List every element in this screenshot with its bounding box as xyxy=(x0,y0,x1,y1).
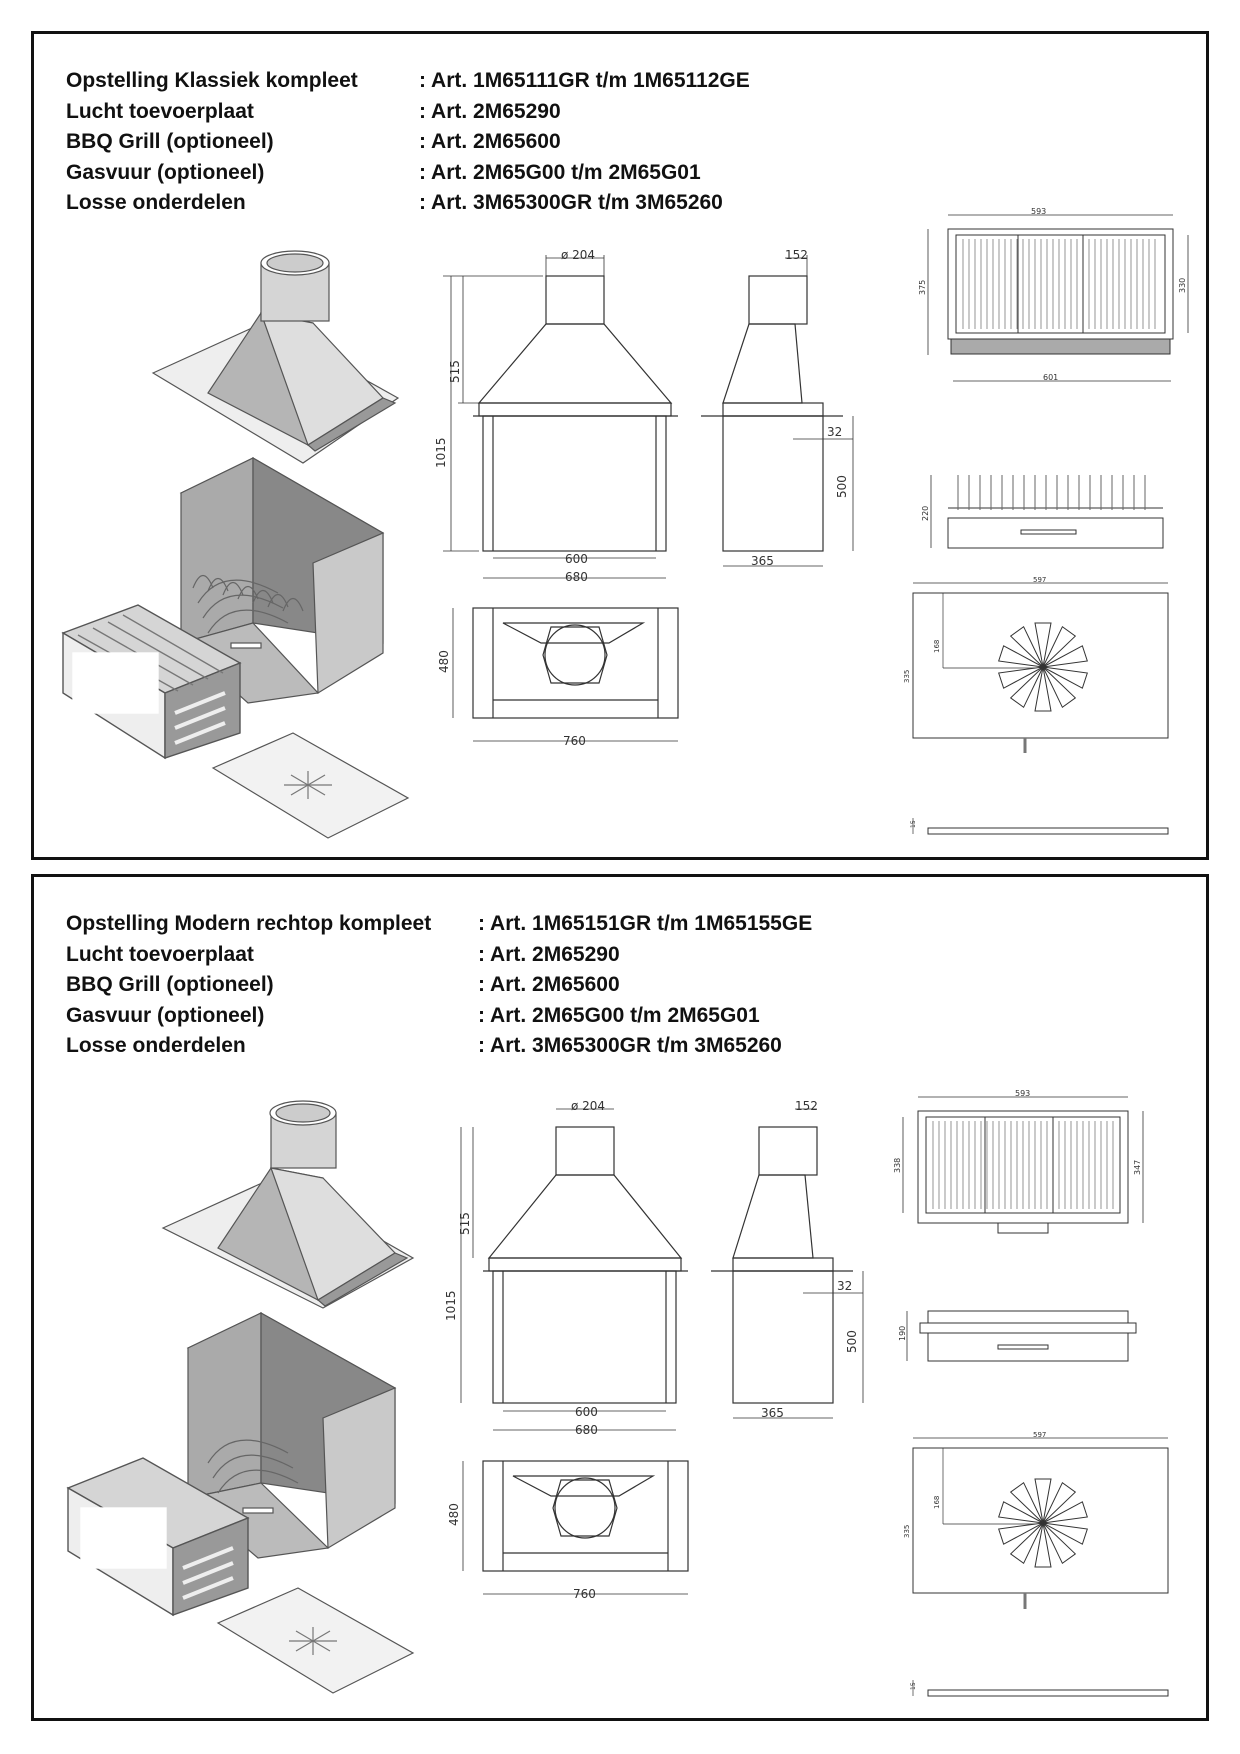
spec-label: Lucht toevoerplaat xyxy=(66,942,254,966)
spec-label: Gasvuur (optioneel) xyxy=(66,1003,265,1027)
technical-drawings: ø 204 1015 515 600 680 152 500 32 365 xyxy=(66,1089,1169,1697)
dim-grill-width-top: 593 xyxy=(1015,1089,1030,1098)
spec-value: : Art. 2M65G00 t/m 2M65G01 xyxy=(419,160,701,184)
dim-total-height: 1015 xyxy=(434,437,448,468)
hood-3d-illustration xyxy=(161,1100,415,1309)
grill-top-view-drawing xyxy=(927,214,1189,382)
plan-view-drawing xyxy=(452,607,679,742)
air-plate-3d-illustration xyxy=(211,732,410,839)
front-elevation-drawing xyxy=(460,1108,688,1431)
spec-value: : Art. 2M65G00 t/m 2M65G01 xyxy=(478,1003,760,1027)
spec-label: Opstelling Modern rechtop kompleet xyxy=(66,912,432,935)
dim-plate-width: 597 xyxy=(1033,1431,1046,1439)
dim-chimney-diameter: ø 204 xyxy=(571,1099,605,1113)
dim-hood-height: 515 xyxy=(458,1212,472,1235)
dim-plate-width: 597 xyxy=(1033,576,1046,584)
spec-list: Opstelling Modern rechtop kompleet : Art.… xyxy=(66,909,812,1062)
dim-side-width: 365 xyxy=(761,1406,784,1420)
spec-row: Opstelling Modern rechtop kompleet : Art.… xyxy=(66,909,812,940)
dim-outer-width: 680 xyxy=(575,1423,598,1437)
dim-inner-width: 600 xyxy=(565,552,588,566)
technical-drawings: ø 204 1015 515 600 680 152 500 32 365 xyxy=(61,207,1189,839)
spec-label: BBQ Grill (optioneel) xyxy=(66,973,274,996)
dim-inner-width: 600 xyxy=(575,1405,598,1419)
grill-top-view-drawing xyxy=(902,1096,1144,1234)
air-plate-3d-illustration xyxy=(216,1587,415,1694)
dim-plate-depth: 335 xyxy=(903,1525,911,1538)
dim-grill-depth: 375 xyxy=(918,280,927,295)
dim-grill-height: 190 xyxy=(898,1326,907,1341)
plan-view-drawing xyxy=(462,1460,689,1595)
product-panel-modern: Opstelling Modern rechtop kompleet : Art.… xyxy=(31,874,1209,1721)
air-plate-side-view-drawing xyxy=(912,1680,1169,1697)
spec-row: Losse onderdelen : Art. 3M65300GR t/m 3M6… xyxy=(66,1031,812,1062)
spec-row: Gasvuur (optioneel) : Art. 2M65G00 t/m 2M… xyxy=(66,158,750,189)
spec-value: : Art. 2M65290 xyxy=(478,942,620,966)
dim-grill-width-top: 593 xyxy=(1031,207,1046,216)
dim-plan-width: 760 xyxy=(573,1587,596,1601)
dim-plan-depth: 480 xyxy=(447,1503,461,1526)
spec-row: Losse onderdelen : Art. 3M65300GR t/m 3M6… xyxy=(66,188,750,219)
hood-3d-illustration xyxy=(151,250,400,464)
spec-label: BBQ Grill (optioneel) xyxy=(66,130,274,153)
spec-value: : Art. 2M65600 xyxy=(478,973,620,996)
dim-side-offset: 32 xyxy=(837,1279,852,1293)
spec-value: : Art. 2M65290 xyxy=(419,99,561,123)
spec-value: : Art. 3M65300GR t/m 3M65260 xyxy=(478,1034,782,1057)
dim-grill-depth-inner: 330 xyxy=(1178,278,1187,293)
grill-front-view-drawing xyxy=(930,475,1164,549)
spec-row: Gasvuur (optioneel) : Art. 2M65G00 t/m 2M… xyxy=(66,1001,812,1032)
front-elevation-drawing xyxy=(443,255,678,579)
dim-side-offset: 32 xyxy=(827,425,842,439)
spec-value: : Art. 2M65600 xyxy=(419,130,561,153)
dim-plate-depth: 335 xyxy=(903,670,911,683)
spec-value: : Art. 1M65151GR t/m 1M65155GE xyxy=(478,912,813,935)
dim-plate-thickness: 15 xyxy=(910,820,917,828)
firebox-3d-illustration xyxy=(179,456,385,704)
grill-front-view-drawing xyxy=(906,1310,1137,1362)
spec-label: Losse onderdelen xyxy=(66,191,246,214)
dim-side-depth: 152 xyxy=(785,248,808,262)
dim-side-width: 365 xyxy=(751,554,774,568)
product-panel-classic: Opstelling Klassiek kompleet : Art. 1M651… xyxy=(31,31,1209,860)
spec-label: Lucht toevoerplaat xyxy=(66,99,254,123)
spec-row: BBQ Grill (optioneel) : Art. 2M65600 xyxy=(66,127,750,158)
spec-row: Opstelling Klassiek kompleet : Art. 1M651… xyxy=(66,66,750,97)
spec-list: Opstelling Klassiek kompleet : Art. 1M651… xyxy=(66,66,750,219)
dim-side-depth: 152 xyxy=(795,1099,818,1113)
dim-chimney-diameter: ø 204 xyxy=(561,248,595,262)
spec-row: BBQ Grill (optioneel) : Art. 2M65600 xyxy=(66,970,812,1001)
dim-grill-depth: 338 xyxy=(893,1158,902,1173)
spec-row: Lucht toevoerplaat : Art. 2M65290 xyxy=(66,940,812,971)
dim-plate-offset: 168 xyxy=(933,1496,941,1509)
dim-plate-offset: 168 xyxy=(933,640,941,653)
dim-side-height: 500 xyxy=(845,1330,859,1353)
air-plate-top-view-drawing xyxy=(912,582,1169,753)
dim-plan-width: 760 xyxy=(563,734,586,748)
dim-plan-depth: 480 xyxy=(437,650,451,673)
bbq-grill-3d-illustration xyxy=(66,1457,250,1617)
air-plate-side-view-drawing xyxy=(912,818,1169,835)
dim-grill-width-bottom: 601 xyxy=(1043,373,1058,382)
dim-total-height: 1015 xyxy=(444,1290,458,1321)
spec-label: Opstelling Klassiek kompleet xyxy=(66,69,358,92)
spec-row: Lucht toevoerplaat : Art. 2M65290 xyxy=(66,97,750,128)
side-elevation-drawing xyxy=(701,255,854,567)
dim-outer-width: 680 xyxy=(565,570,588,584)
spec-value: : Art. 1M65111GR t/m 1M65112GE xyxy=(419,69,750,92)
dim-grill-height: 220 xyxy=(921,506,930,521)
bbq-grill-3d-illustration xyxy=(61,604,242,760)
dim-hood-height: 515 xyxy=(448,360,462,383)
spec-label: Losse onderdelen xyxy=(66,1034,246,1057)
air-plate-top-view-drawing xyxy=(912,1437,1169,1609)
spec-label: Gasvuur (optioneel) xyxy=(66,160,265,184)
spec-value: : Art. 3M65300GR t/m 3M65260 xyxy=(419,191,723,214)
side-elevation-drawing xyxy=(711,1108,864,1419)
firebox-3d-illustration xyxy=(186,1311,397,1559)
dim-side-height: 500 xyxy=(835,475,849,498)
dim-grill-depth-inner: 347 xyxy=(1133,1160,1142,1175)
dim-plate-thickness: 15 xyxy=(910,1682,917,1690)
